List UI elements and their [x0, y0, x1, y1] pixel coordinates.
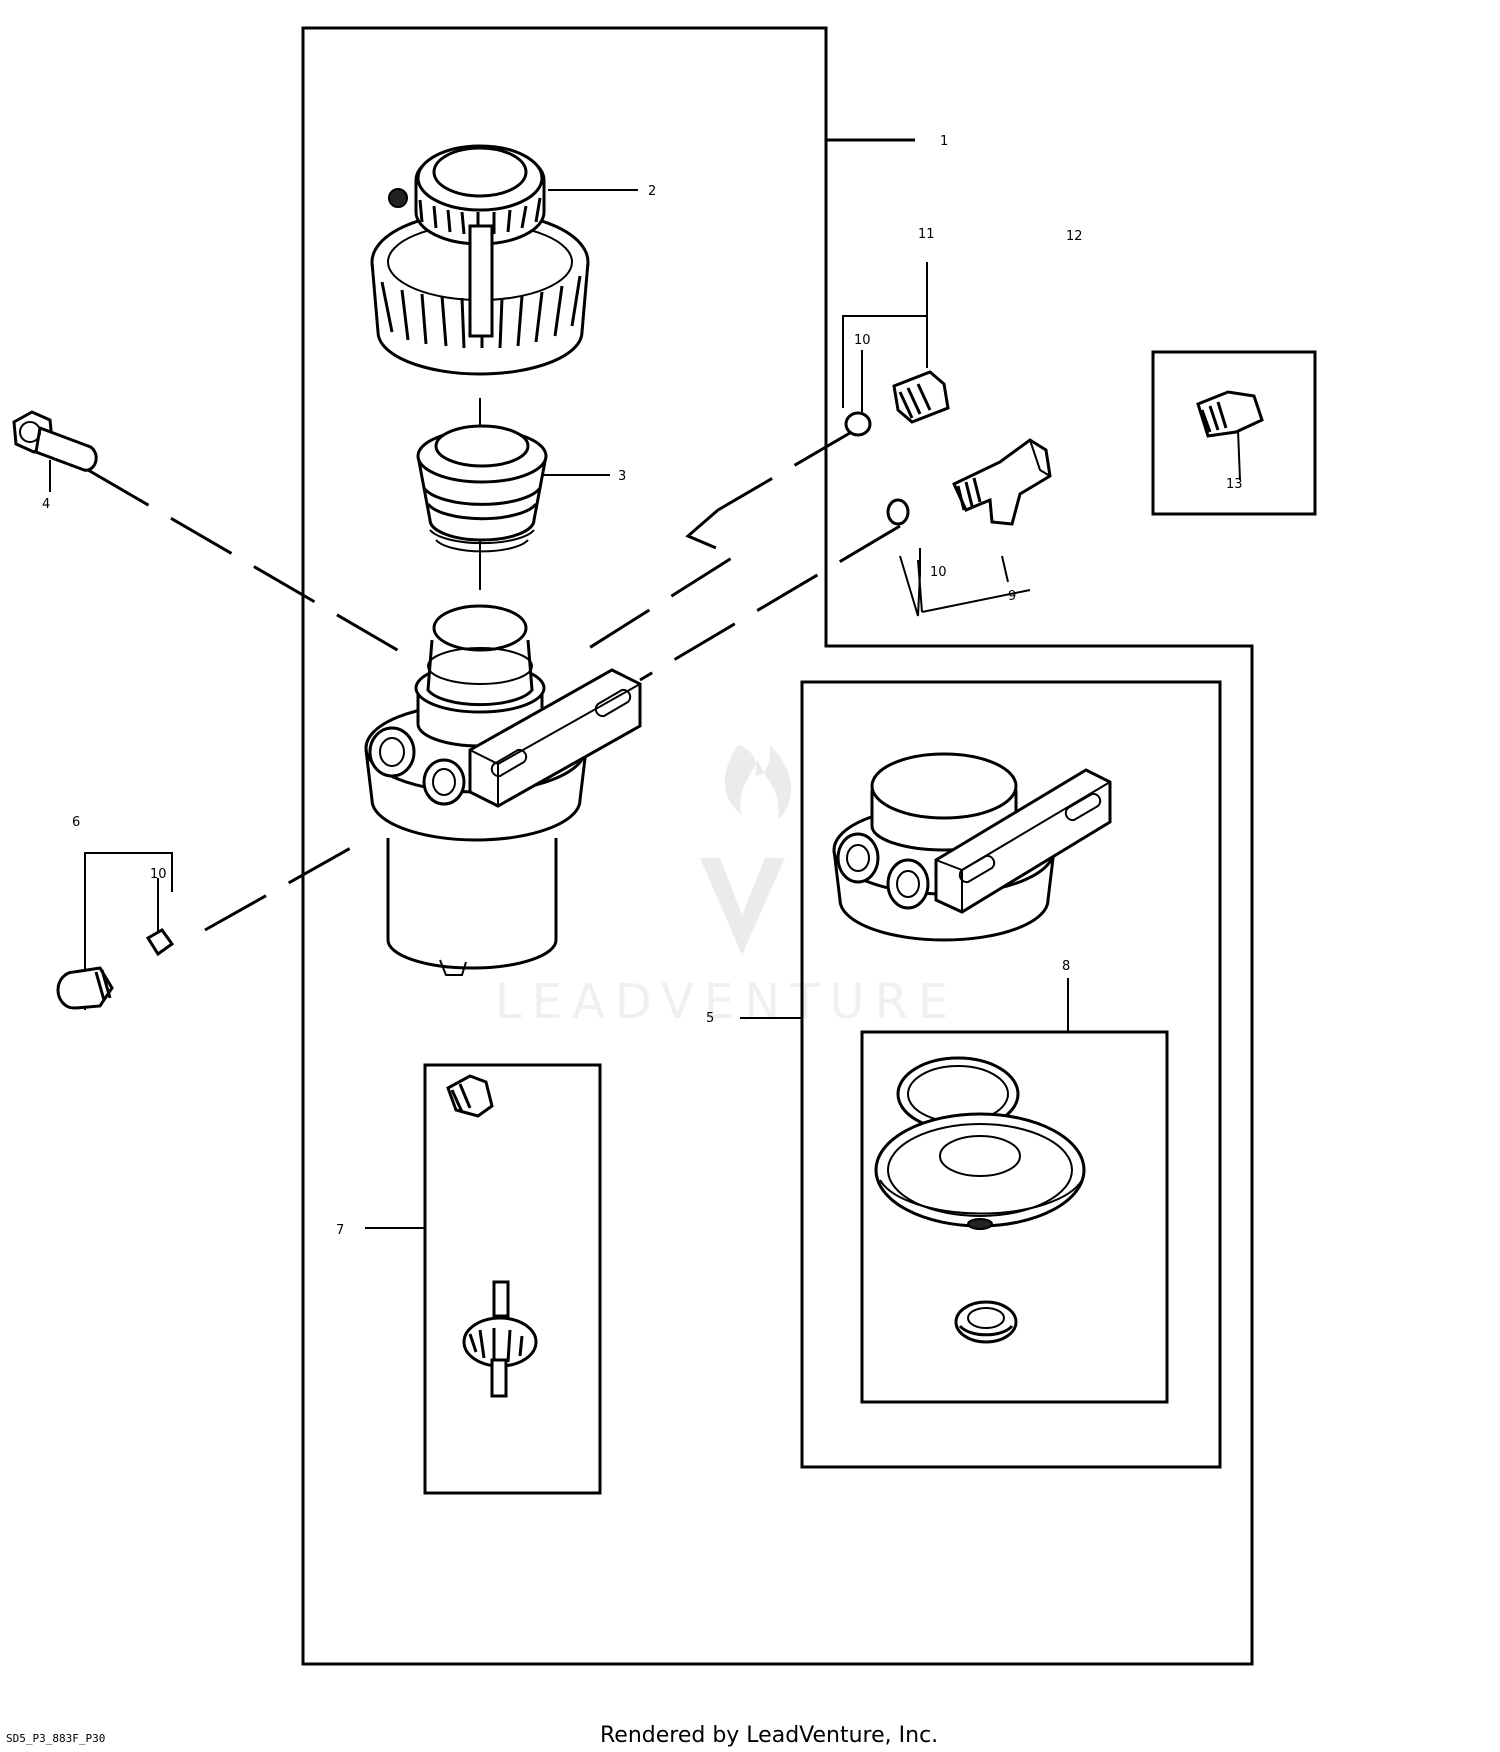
callout-3: 3: [618, 469, 626, 484]
callout-4: 4: [42, 497, 50, 512]
replacement-filter-head: [832, 752, 1112, 942]
callout-10-lower: 10: [930, 565, 947, 580]
image-code: SD5_P3_883F_P30: [6, 1732, 105, 1745]
callout-10-upper: 10: [854, 333, 871, 348]
callout-9: 9: [1008, 589, 1016, 604]
callout-6: 6: [72, 815, 80, 830]
upper-fitting: [844, 370, 950, 437]
sensor-kit-box: [423, 1063, 602, 1495]
callout-7: 7: [336, 1223, 344, 1238]
drain-plug: [56, 928, 175, 1010]
filter-element: [416, 424, 548, 553]
callout-11: 11: [918, 227, 935, 242]
fitting-kit-part: [1196, 390, 1264, 438]
mounting-bolt: [12, 410, 98, 472]
filter-head-box: [800, 680, 1222, 1469]
callout-10-drain: 10: [150, 867, 167, 882]
filter-bowl-ring: [370, 144, 590, 376]
seal-kit-parts: [874, 1056, 1086, 1344]
callout-13: 13: [1226, 477, 1243, 492]
filter-housing: [364, 604, 642, 976]
callout-12: 12: [1066, 229, 1083, 244]
seal-kit-box: [860, 1030, 1169, 1404]
callout-5: 5: [706, 1011, 714, 1026]
main-assembly-frame: [301, 26, 1254, 1666]
elbow-fitting: [886, 438, 1052, 526]
callout-labels: 1 2 3 4 5 6 7 8 9 10 10 10 11 12 13: [42, 134, 1243, 1238]
footer-credit: Rendered by LeadVenture, Inc.: [600, 1723, 938, 1748]
callout-2: 2: [648, 184, 656, 199]
callout-8: 8: [1062, 959, 1070, 974]
callout-1: 1: [940, 134, 948, 149]
fitting-kit-box: [1151, 350, 1317, 516]
watermark-text: LEADVENTURE: [495, 974, 958, 1030]
leader-lines: [49, 138, 1241, 1229]
assembly-dash-lines: [87, 428, 901, 932]
sensor-kit-parts: [446, 1074, 538, 1398]
leadventure-watermark: LEADVENTURE: [495, 745, 958, 1030]
